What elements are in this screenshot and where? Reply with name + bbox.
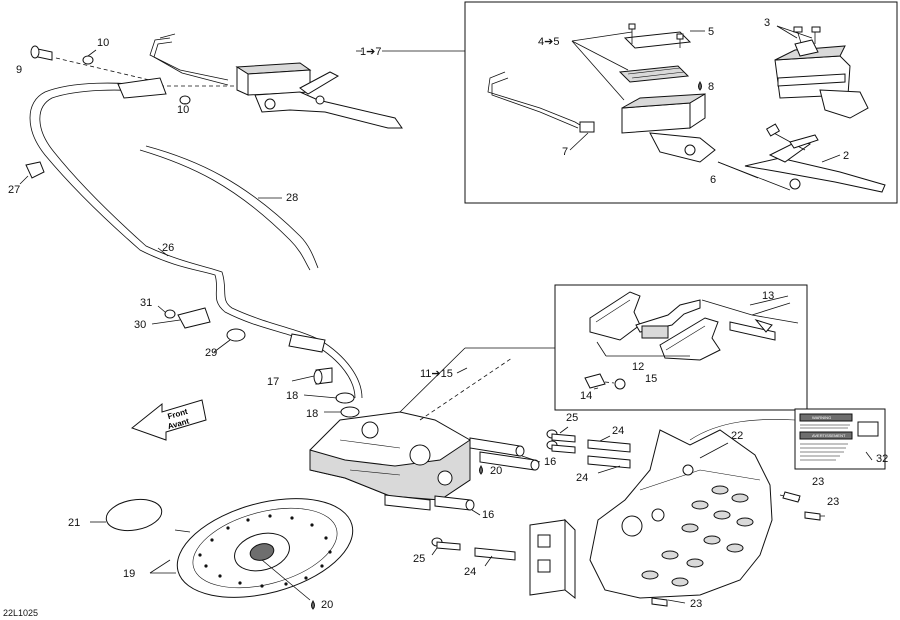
callout-4-5: 4➔5	[538, 36, 559, 48]
callout-31: 31	[140, 297, 152, 309]
brake-pad-inset	[554, 284, 808, 411]
callout-14: 14	[580, 390, 592, 402]
brake-hose	[19, 77, 363, 399]
callout-19: 19	[123, 568, 135, 580]
callout-22: 22	[731, 430, 743, 442]
master-cylinder-inset	[382, 1, 898, 204]
guard-mount-hardware	[431, 426, 631, 567]
callout-20-caliper: 20	[490, 465, 502, 477]
callout-1-7: 1➔7	[360, 46, 381, 58]
callout-30: 30	[134, 319, 146, 331]
callout-10-bottom: 10	[177, 104, 189, 116]
callout-16-bottom: 16	[482, 509, 494, 521]
callout-2: 2	[843, 150, 849, 162]
callout-9: 9	[16, 64, 22, 76]
diagram-code: 22L1025	[3, 608, 38, 618]
callout-32: 32	[876, 453, 888, 465]
callout-29: 29	[205, 347, 217, 359]
callout-12: 12	[632, 361, 644, 373]
callout-20-disc: 20	[321, 599, 333, 611]
callout-28: 28	[286, 192, 298, 204]
callout-25-top: 25	[566, 412, 578, 424]
callout-3: 3	[764, 17, 770, 29]
callout-17: 17	[267, 376, 279, 388]
callout-6: 6	[710, 174, 716, 186]
callout-24-top: 24	[612, 425, 624, 437]
front-direction-arrow: Front Avant	[130, 399, 207, 441]
callout-13: 13	[762, 290, 774, 302]
brake-disc	[90, 498, 354, 610]
callout-18-top: 18	[286, 390, 298, 402]
callout-5: 5	[708, 26, 714, 38]
callout-labels: 1➔7 2 3 4➔5 5 6 7 8 9 10 10 11➔15 12 13 …	[3, 17, 888, 618]
callout-25-bottom: 25	[413, 553, 425, 565]
master-cylinder-assembly	[30, 33, 403, 129]
decal-title-2: AVERTISSEMENT	[812, 433, 846, 438]
callout-18-bottom: 18	[306, 408, 318, 420]
warning-decal: WARNING AVERTISSEMENT	[689, 408, 886, 470]
callout-23-top: 23	[812, 476, 824, 488]
callout-24-bottom: 24	[464, 566, 476, 578]
callout-16-top: 16	[544, 456, 556, 468]
callout-21: 21	[68, 517, 80, 529]
callout-8: 8	[708, 81, 714, 93]
callout-15: 15	[645, 373, 657, 385]
callout-24-mid: 24	[576, 472, 588, 484]
callout-27: 27	[8, 184, 20, 196]
callout-26: 26	[162, 242, 174, 254]
callout-11-15: 11➔15	[420, 368, 453, 380]
callout-7: 7	[562, 146, 568, 158]
disc-guard	[529, 429, 825, 607]
caliper-assembly	[291, 347, 555, 516]
callout-10-top: 10	[97, 37, 109, 49]
decal-title-1: WARNING	[812, 415, 831, 420]
callout-23-bottom: 23	[690, 598, 702, 610]
callout-23-mid: 23	[827, 496, 839, 508]
